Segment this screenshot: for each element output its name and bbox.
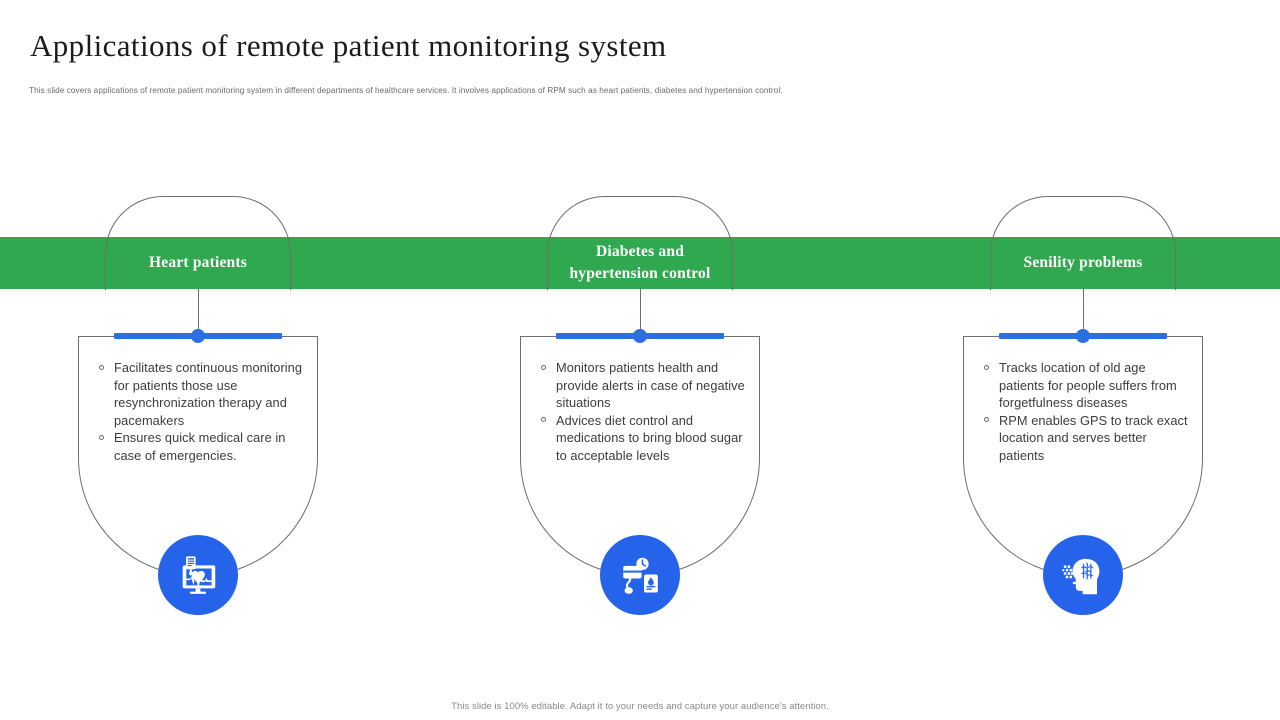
list-item-text: Facilitates continuous monitoring for pa…: [114, 360, 303, 428]
bullet-marker-icon: [984, 417, 989, 423]
arch-outline: [990, 196, 1176, 290]
column-heart-patients[interactable]: Heart patients Facilitates continuous mo…: [48, 0, 348, 720]
list-item: Monitors patients health and provide ale…: [531, 359, 749, 412]
list-item-text: RPM enables GPS to track exact location …: [999, 412, 1188, 463]
arch-outline: [105, 196, 291, 290]
list-item: Advices diet control and medications to …: [531, 412, 749, 465]
divider-dot: [191, 329, 205, 343]
blood-pressure-glucose-icon: [600, 535, 680, 615]
connector-line: [1083, 289, 1084, 337]
bullet-marker-icon: [541, 364, 546, 370]
connector-line: [198, 289, 199, 337]
bullet-list: Monitors patients health and provide ale…: [531, 359, 749, 465]
page-subtitle: This slide covers applications of remote…: [29, 86, 783, 95]
list-item-text: Ensures quick medical care in case of em…: [114, 430, 286, 463]
bullet-list: Tracks location of old age patients for …: [974, 359, 1192, 465]
connector-line: [640, 289, 641, 337]
arch-outline: [547, 196, 733, 290]
list-item-text: Tracks location of old age patients for …: [999, 360, 1177, 411]
green-header-band: [0, 237, 1280, 289]
column-senility-problems[interactable]: Senility problems Tracks location of old…: [933, 0, 1233, 720]
bullet-list: Facilitates continuous monitoring for pa…: [89, 359, 307, 465]
brain-head-icon: [1043, 535, 1123, 615]
list-item: Facilitates continuous monitoring for pa…: [89, 359, 307, 429]
divider-dot: [1076, 329, 1090, 343]
list-item: Tracks location of old age patients for …: [974, 359, 1192, 412]
bullet-marker-icon: [99, 434, 104, 440]
bullet-marker-icon: [541, 417, 546, 423]
bullet-marker-icon: [99, 364, 104, 370]
divider-dot: [633, 329, 647, 343]
column-diabetes-hypertension-control[interactable]: Diabetes and hypertension control Monito…: [490, 0, 790, 720]
list-item: RPM enables GPS to track exact location …: [974, 412, 1192, 465]
list-item: Ensures quick medical care in case of em…: [89, 429, 307, 464]
footer-note: This slide is 100% editable. Adapt it to…: [451, 701, 829, 712]
page-title: Applications of remote patient monitorin…: [30, 28, 667, 63]
list-item-text: Advices diet control and medications to …: [556, 412, 743, 463]
heart-monitor-icon: [158, 535, 238, 615]
bullet-marker-icon: [984, 364, 989, 370]
list-item-text: Monitors patients health and provide ale…: [556, 360, 745, 411]
